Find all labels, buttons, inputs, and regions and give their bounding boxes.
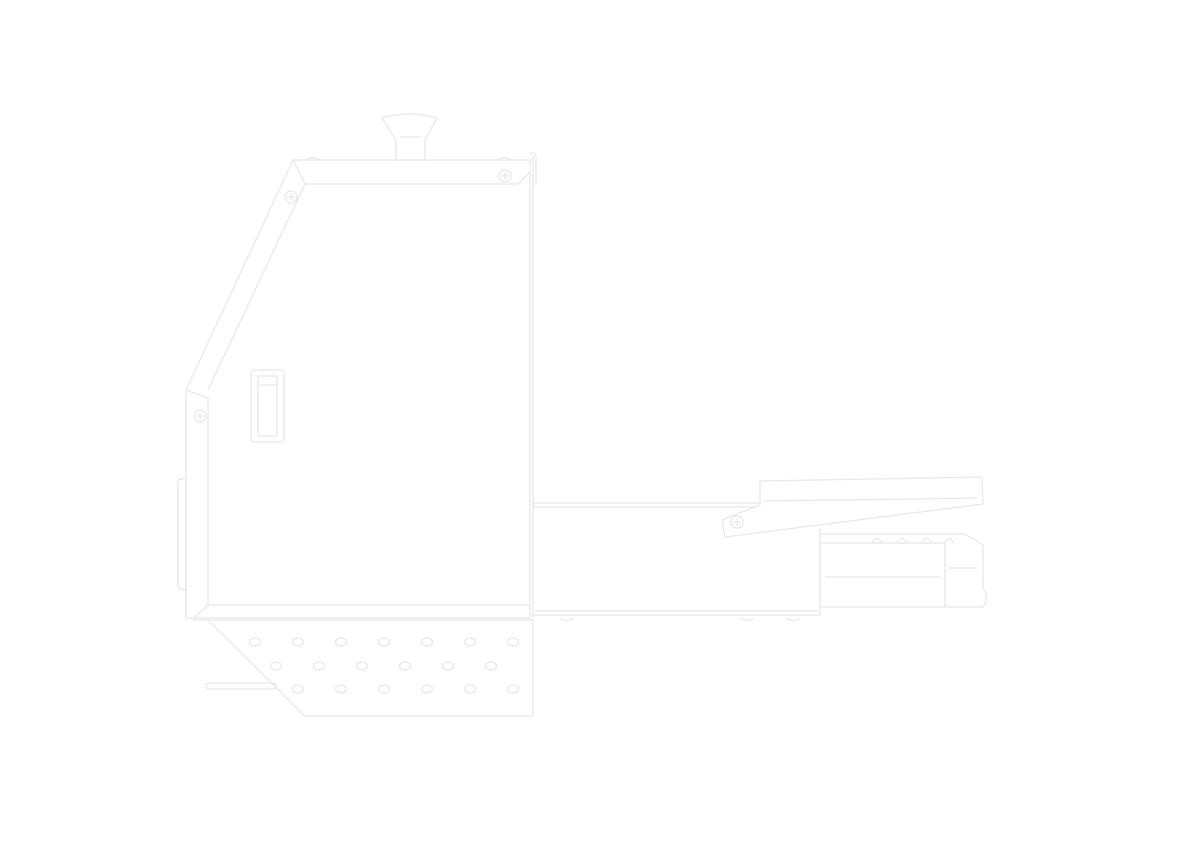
screw-icon [284, 190, 298, 204]
hole [484, 661, 498, 671]
screw-icon [193, 409, 207, 423]
main-housing [177, 151, 537, 619]
perforated-base-plate [193, 619, 534, 717]
perforation-holes [248, 637, 520, 694]
hole [355, 661, 369, 671]
hole [506, 637, 520, 647]
hole [334, 637, 348, 647]
hole [269, 661, 283, 671]
hole [398, 661, 412, 671]
hole [506, 684, 520, 694]
screws [193, 169, 744, 529]
hole [248, 637, 262, 647]
door-handle [250, 369, 285, 443]
extension-body [533, 502, 821, 622]
hole [291, 637, 305, 647]
hole [377, 637, 391, 647]
knob [381, 113, 438, 161]
hole [334, 684, 348, 694]
hole [441, 661, 455, 671]
screw-icon [730, 515, 744, 529]
hole [420, 684, 434, 694]
hole [463, 684, 477, 694]
pedal-lever [721, 476, 984, 538]
screw-icon [498, 169, 512, 183]
hole [291, 684, 305, 694]
hole [312, 661, 326, 671]
hole [420, 637, 434, 647]
top-bolts [305, 156, 512, 161]
conveyor [820, 533, 988, 608]
hole [377, 684, 391, 694]
hole [463, 637, 477, 647]
